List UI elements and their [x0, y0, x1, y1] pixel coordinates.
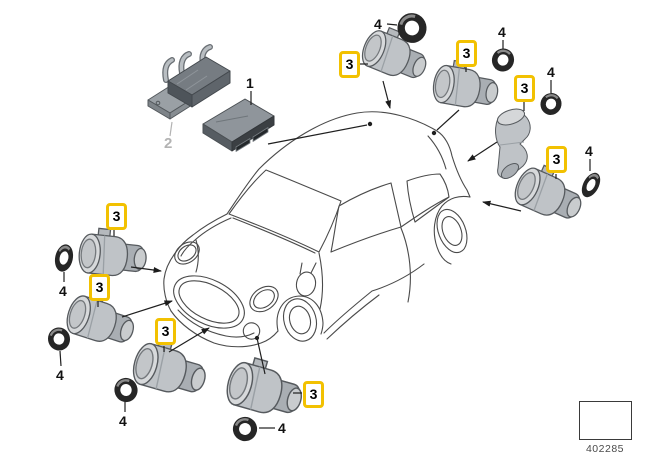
sealing-ring-illustration	[487, 44, 519, 76]
callout-4-seal-5: 4	[59, 283, 67, 299]
sealing-ring-illustration	[51, 241, 77, 275]
holder-bracket-illustration	[147, 44, 231, 120]
callout-3-front-sensor-4[interactable]: 3	[303, 381, 324, 408]
pdc-sensor-illustration	[76, 225, 150, 280]
car-illustration	[163, 111, 471, 348]
callout-3-rear-sensor-1[interactable]: 3	[339, 51, 360, 78]
callout-3-front-sensor-1[interactable]: 3	[106, 203, 127, 230]
callout-3-rear-sensor-3[interactable]: 3	[514, 75, 535, 102]
pdc-sensor-illustration	[222, 352, 310, 423]
leader-lines	[59, 23, 591, 429]
callout-4-seal-7: 4	[119, 413, 127, 429]
callout-3-front-sensor-3[interactable]: 3	[155, 318, 176, 345]
sealing-ring-illustration	[576, 168, 606, 202]
callout-4-seal-4: 4	[585, 143, 593, 159]
pdc-sensor-illustration	[495, 108, 531, 180]
callout-4-seal-2: 4	[498, 24, 506, 40]
sealing-ring-illustration	[45, 324, 73, 354]
sealing-ring-illustration	[229, 413, 261, 445]
callout-3-rear-sensor-2[interactable]: 3	[456, 40, 477, 67]
callout-4-seal-1: 4	[374, 16, 382, 32]
callout-4-seal-8: 4	[278, 420, 286, 436]
control-unit-illustration	[202, 98, 275, 152]
callout-3-rear-sensor-4[interactable]: 3	[546, 146, 567, 173]
callout-2-holder: 2	[164, 135, 173, 152]
callout-4-seal-3: 4	[547, 64, 555, 80]
sealing-ring-illustration	[536, 88, 566, 120]
diagram-number: 402285	[585, 443, 625, 455]
diagram-direction-badge	[579, 401, 632, 440]
callout-1-control-unit: 1	[246, 75, 254, 91]
callout-3-front-sensor-2[interactable]: 3	[89, 274, 110, 301]
callout-4-seal-6: 4	[56, 367, 64, 383]
